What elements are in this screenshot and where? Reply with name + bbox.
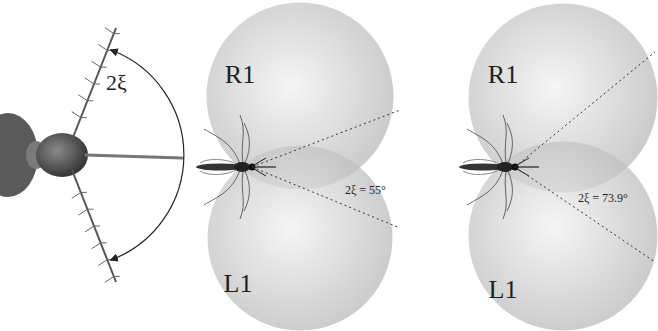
sensitivity-lobe: R1 bbox=[468, 3, 658, 193]
sensitivity-lobe: L1 bbox=[468, 141, 658, 331]
lobe-shape bbox=[207, 145, 393, 331]
lobe-shape bbox=[206, 2, 394, 190]
lobe-circle bbox=[469, 142, 658, 331]
lobe-label: R1 bbox=[225, 61, 255, 90]
lobe-label: L1 bbox=[224, 270, 253, 299]
lobe-circle bbox=[208, 146, 393, 331]
angle-value: 2ξ = 73.9° bbox=[578, 192, 628, 206]
head-closeup bbox=[0, 28, 184, 283]
sensitivity-lobe: R1 bbox=[206, 2, 394, 190]
lobe-label: L1 bbox=[489, 276, 518, 305]
angle-symbol: 2ξ bbox=[106, 70, 127, 95]
lobe-shape bbox=[468, 3, 658, 193]
sensitivity-lobe: L1 bbox=[207, 145, 393, 331]
angle-value: 2ξ = 55° bbox=[345, 184, 386, 198]
lobe-label: R1 bbox=[488, 61, 518, 90]
